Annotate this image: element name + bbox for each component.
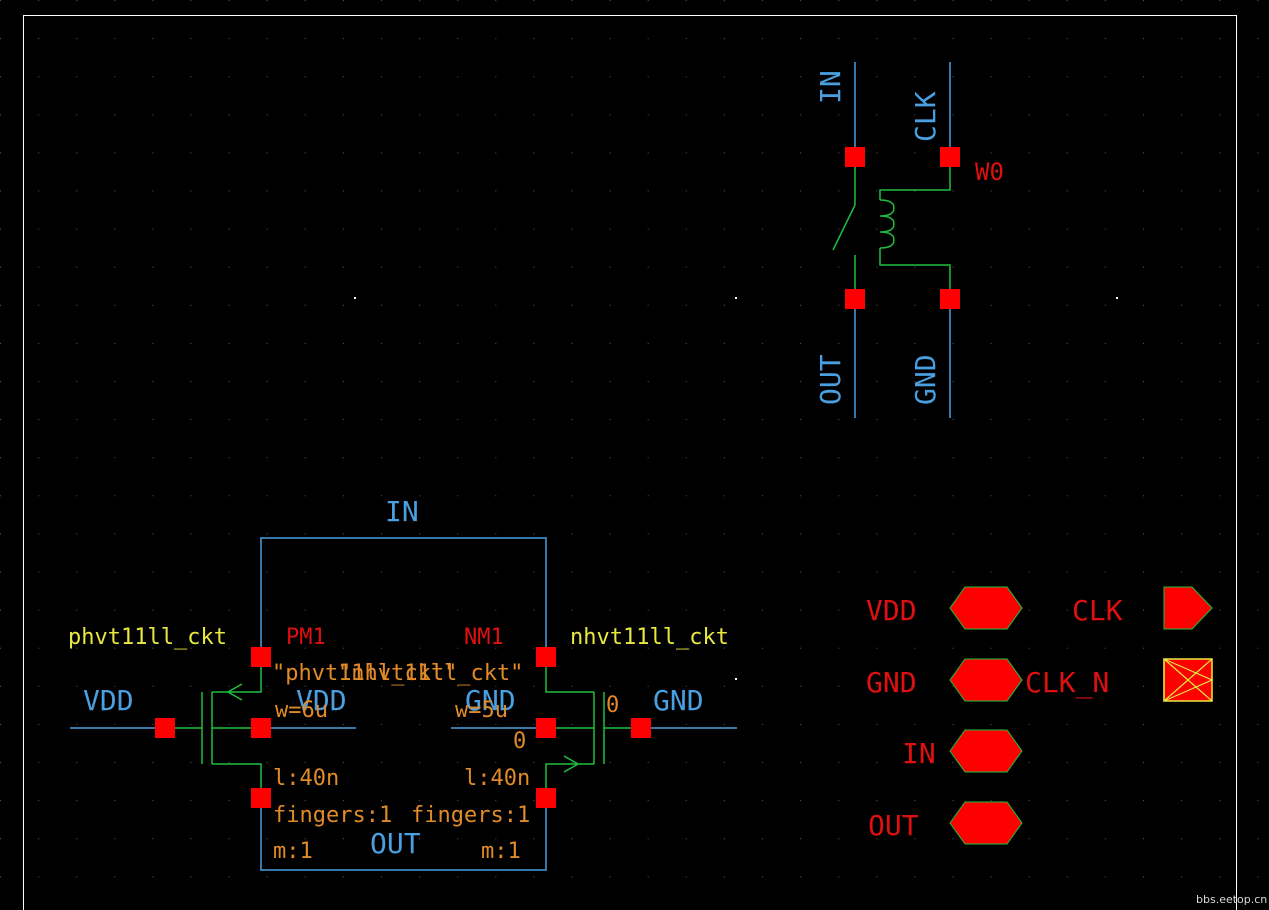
pin-label-vdd: VDD [866,594,917,627]
inverter-schematic[interactable]: IN OUT VDD VDD GND GND phvt11ll_ckt nhvt… [68,495,737,871]
pmos-fingers: fingers:1 [273,803,392,828]
nmos-cell-name: nhvt11ll_ckt [570,625,729,650]
pin-list[interactable]: VDD GND IN OUT CLK CLK_N [866,586,1214,845]
pmos-device [165,657,262,798]
pmos-bulk-pin[interactable] [251,718,271,738]
pmos-length: l:40n [273,766,339,791]
pin-label-gnd: GND [866,666,917,699]
net-label-nmos-bulk: GND [465,684,516,717]
nmos-source-pin[interactable] [536,788,556,808]
pin-label-clk-n: CLK_N [1025,666,1109,700]
major-grid-dots [354,297,1118,680]
pmos-instance-name: PM1 [286,625,326,650]
pmos-source-pin[interactable] [251,788,271,808]
sheet-frame [23,15,1237,910]
nmos-length: l:40n [464,766,530,791]
pin-square-in[interactable] [845,147,865,167]
switch-pin-label-in: IN [814,70,847,104]
nmos-drain-pin[interactable] [536,647,556,667]
pmos-multiplier: m:1 [273,839,313,864]
switch-symbol[interactable]: IN CLK OUT GND W0 [814,62,1004,418]
pmos-model-quoted: "phvt11ll_ckt" [272,661,457,686]
switch-pin-label-out: OUT [814,354,847,405]
switch-device-body [832,157,951,299]
nmos-model-quoted: "nhvt11ll_ckt" [338,661,523,686]
pmos-width: w=6u [275,698,328,723]
pin-clk[interactable]: CLK [1072,586,1213,630]
net-label-vdd: VDD [83,684,134,717]
hexagon-pin-icon[interactable] [949,729,1023,773]
pin-vdd[interactable]: VDD [866,586,1023,630]
switch-pin-label-clk: CLK [909,91,942,142]
net-label-gnd: GND [653,684,704,717]
pin-square-out[interactable] [845,289,865,309]
nmos-width: w=5u [455,698,508,723]
hexagon-pin-icon[interactable] [949,586,1023,630]
pmos-drain-pin[interactable] [251,647,271,667]
pin-label-in: IN [902,737,936,770]
arrow-pin-icon[interactable] [1163,586,1213,630]
pin-out[interactable]: OUT [868,801,1023,845]
pin-square-clk[interactable] [940,147,960,167]
crossed-box-pin-icon[interactable] [1163,658,1214,702]
pin-label-out: OUT [868,809,919,842]
nmos-gate-pin[interactable] [631,718,651,738]
pin-label-clk: CLK [1072,594,1123,627]
pin-square-gnd[interactable] [940,289,960,309]
pmos-cell-name: phvt11ll_ckt [68,625,227,650]
pin-in[interactable]: IN [902,729,1023,773]
nmos-zero-label: 0 [513,729,526,754]
pmos-gate-pin[interactable] [155,718,175,738]
hexagon-pin-icon[interactable] [949,801,1023,845]
inverter-wires [70,537,737,871]
nmos-bulk-pin[interactable] [536,718,556,738]
switch-instance-name: W0 [975,158,1004,186]
nmos-gate-zero-label: 0 [606,693,619,718]
switch-pin-label-gnd: GND [909,354,942,405]
nmos-multiplier: m:1 [481,839,521,864]
nmos-instance-name: NM1 [464,625,504,650]
hexagon-pin-icon[interactable] [949,658,1023,702]
pin-gnd[interactable]: GND [866,658,1023,702]
net-label-out: OUT [370,827,421,860]
net-label-in: IN [385,495,419,528]
net-label-pmos-bulk: VDD [296,684,347,717]
pin-clk-n[interactable]: CLK_N [1025,658,1214,702]
nmos-fingers: fingers:1 [411,803,530,828]
watermark: bbs.eetop.cn [1196,893,1267,906]
